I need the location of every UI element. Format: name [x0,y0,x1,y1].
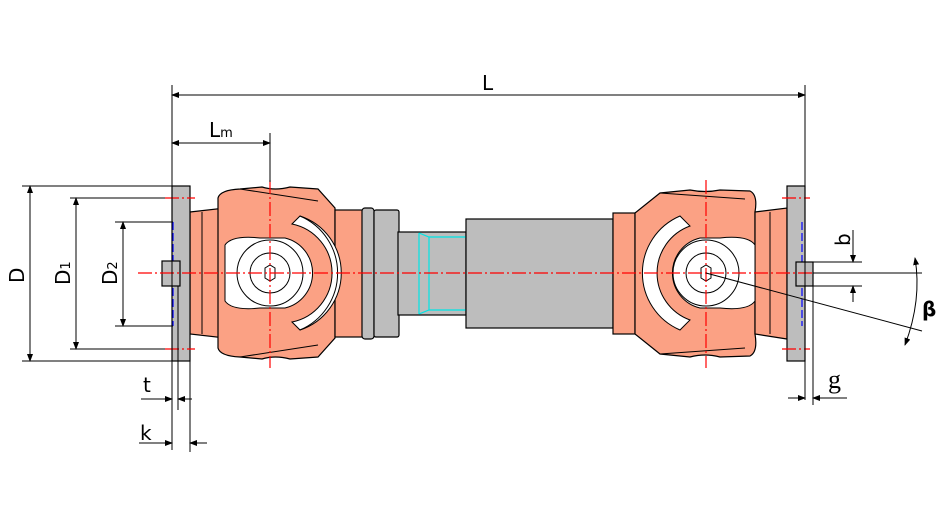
centerlines [138,180,812,368]
label-L: L [482,71,494,95]
dimension-g: g [788,286,847,405]
label-g: g [828,365,841,394]
dimension-D1: D1 [51,197,165,350]
label-t: t [143,373,151,397]
label-D: D [5,268,29,283]
label-b: b [831,233,855,246]
label-k: k [140,421,152,445]
label-beta: β [922,297,936,321]
dimension-Lm: Lm [171,118,271,182]
spline [418,232,466,315]
middle-shaft [361,207,614,340]
label-D2: D2 [98,261,122,285]
dimension-D: D [5,185,172,362]
dimension-b: b [813,230,862,302]
dimension-beta: β [705,257,936,346]
dimension-k: k [139,361,207,452]
dimension-D2: D2 [98,221,173,327]
label-D1: D1 [51,261,75,285]
label-Lm: Lm [209,118,233,142]
